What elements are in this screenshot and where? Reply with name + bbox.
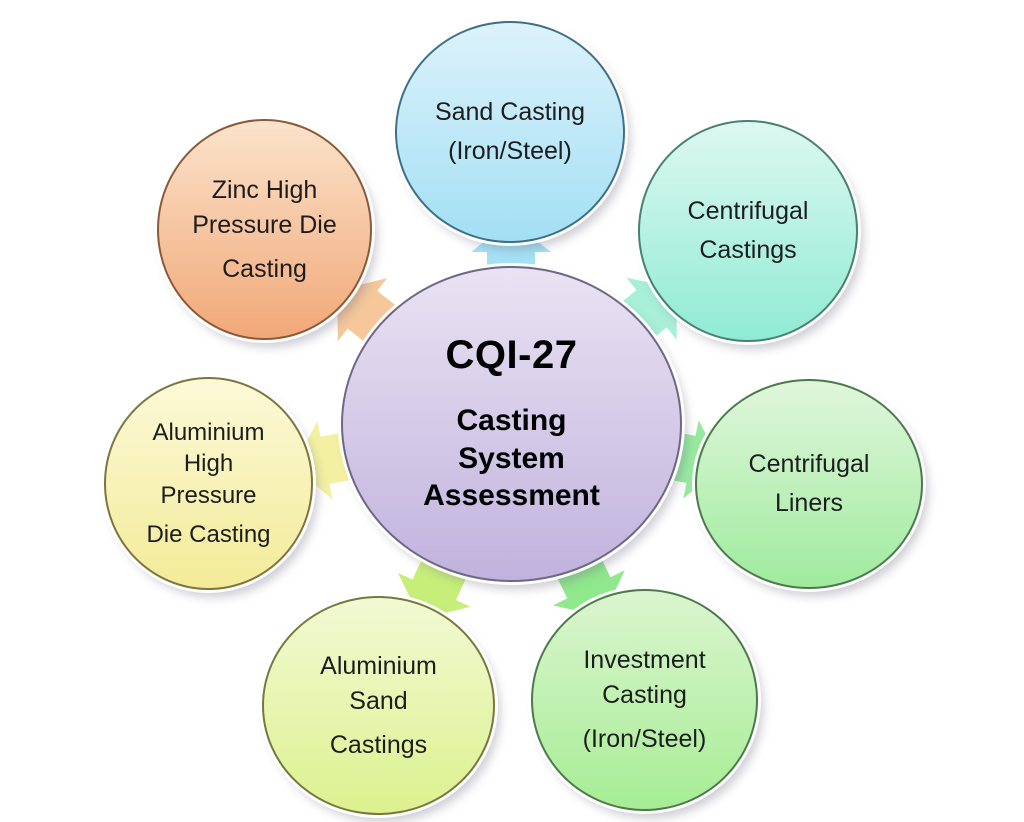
node-centrifugal-liners: Centrifugal Liners xyxy=(695,379,923,589)
node-label-line: Liners xyxy=(774,489,844,517)
node-label-line: Casting xyxy=(602,681,687,709)
node-label-line: Pressure xyxy=(160,482,257,509)
node-label-line: (Iron/Steel) xyxy=(448,137,572,165)
center-heading: CQI-27 xyxy=(445,333,578,378)
node-label-line: Aluminium xyxy=(152,418,265,446)
node-label-line: Castings xyxy=(699,236,797,264)
node-label-line: Aluminium xyxy=(320,651,437,680)
node-label-line: Centrifugal xyxy=(687,197,809,225)
node-label-line: Casting xyxy=(222,254,307,283)
node-label-line: Zinc High xyxy=(211,175,318,204)
node-zinc-high-pressure-die-casting: Zinc High Pressure Die Casting xyxy=(157,119,372,340)
node-label-line: Centrifugal xyxy=(748,450,870,478)
node-label-line: Die Casting xyxy=(146,520,271,548)
node-label-line: Castings xyxy=(329,730,428,759)
node-sand-casting: Sand Casting (Iron/Steel) xyxy=(395,21,625,243)
node-label-line: Investment xyxy=(583,646,706,674)
node-aluminium-high-pressure-die-casting: Aluminium High Pressure Die Casting xyxy=(104,377,313,590)
node-label-line: Pressure Die xyxy=(192,210,337,239)
node-label-line: Sand Casting xyxy=(434,98,586,126)
node-label-line: High xyxy=(183,450,234,478)
node-centrifugal-castings: Centrifugal Castings xyxy=(638,120,858,342)
node-label-line: Sand xyxy=(349,686,408,715)
center-line-2: System xyxy=(458,441,565,475)
center-line-1: Casting xyxy=(456,404,567,438)
node-aluminium-sand-castings: Aluminium Sand Castings xyxy=(262,596,495,815)
node-investment-casting: Investment Casting (Iron/Steel) xyxy=(531,589,758,811)
node-label-line: (Iron/Steel) xyxy=(582,725,707,753)
center-line-3: Assessment xyxy=(423,479,600,513)
node-center-cqi-27: CQI-27 Casting System Assessment xyxy=(341,266,682,582)
